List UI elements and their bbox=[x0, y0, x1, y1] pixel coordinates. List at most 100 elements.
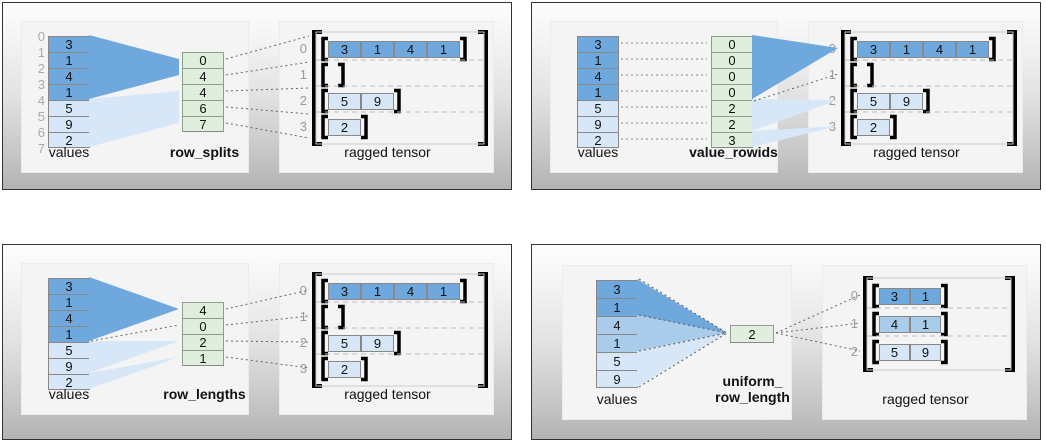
outer-bracket-right bbox=[1007, 30, 1017, 146]
encoding-cell: 2 bbox=[182, 334, 224, 350]
value-cell: 9 bbox=[48, 116, 90, 132]
tensor-cell: 4 bbox=[394, 40, 427, 58]
encoding-cell: 0 bbox=[711, 36, 753, 52]
tensor-cell: 4 bbox=[394, 282, 427, 300]
tensor-cell: 3 bbox=[879, 287, 910, 305]
value-cell: 1 bbox=[596, 334, 638, 352]
inner-bracket-right bbox=[989, 36, 996, 62]
value-cell: 1 bbox=[596, 298, 638, 316]
value-cell: 5 bbox=[48, 100, 90, 116]
outer-bracket-left bbox=[841, 30, 851, 146]
inner-bracket-right bbox=[941, 311, 948, 337]
inner-bracket-right bbox=[867, 62, 874, 88]
value-index-label: 2 bbox=[37, 61, 45, 76]
tensor-cell: 9 bbox=[361, 334, 394, 352]
outer-bracket-left bbox=[312, 30, 322, 146]
tensor-cell: 2 bbox=[328, 118, 361, 136]
tensor-caption: ragged tensor bbox=[873, 144, 960, 160]
tensor-cell: 1 bbox=[361, 282, 394, 300]
value-cell: 5 bbox=[577, 100, 619, 116]
encoding-cell: 1 bbox=[182, 350, 224, 366]
tensor-cell: 2 bbox=[857, 118, 890, 136]
encoding-cell: 0 bbox=[182, 318, 224, 334]
encoding-caption: uniform_ row_length bbox=[715, 373, 790, 406]
tensor-caption: ragged tensor bbox=[882, 391, 969, 407]
tensor-cell: 9 bbox=[890, 92, 923, 110]
tensor-cell: 3 bbox=[857, 40, 890, 58]
value-cell: 1 bbox=[577, 52, 619, 68]
values-caption: values bbox=[48, 386, 90, 402]
value-cell: 1 bbox=[48, 326, 90, 342]
tensor-cell: 3 bbox=[328, 282, 361, 300]
encoding-cell: 4 bbox=[182, 302, 224, 318]
inner-bracket-right bbox=[394, 88, 401, 114]
value-cell: 3 bbox=[596, 280, 638, 298]
value-cell: 5 bbox=[596, 352, 638, 370]
value-cell: 9 bbox=[577, 116, 619, 132]
tensor-cell: 1 bbox=[956, 40, 989, 58]
value-cell: 1 bbox=[48, 52, 90, 68]
tensor-row-label: 2 bbox=[299, 335, 307, 350]
values-caption: values bbox=[596, 391, 638, 407]
value-cell: 1 bbox=[48, 84, 90, 100]
tensor-cell: 5 bbox=[328, 334, 361, 352]
tensor-row: 2 bbox=[857, 118, 890, 136]
value-cell: 3 bbox=[48, 36, 90, 52]
tensor-row-label: 1 bbox=[850, 316, 858, 331]
outer-bracket-right bbox=[478, 272, 488, 388]
inner-bracket-left bbox=[321, 304, 328, 330]
tensor-caption: ragged tensor bbox=[344, 386, 431, 402]
outer-bracket-left bbox=[863, 276, 873, 372]
inner-bracket-right bbox=[460, 278, 467, 304]
inner-bracket-right bbox=[941, 283, 948, 309]
tensor-row: 2 bbox=[328, 118, 361, 136]
tensor-row-label: 3 bbox=[828, 119, 836, 134]
value-index-label: 1 bbox=[37, 45, 45, 60]
tensor-caption: ragged tensor bbox=[344, 144, 431, 160]
inner-bracket-right bbox=[460, 36, 467, 62]
value-index-label: 4 bbox=[37, 93, 45, 108]
encoding-caption: row_lengths bbox=[163, 386, 246, 402]
tensor-cell: 1 bbox=[361, 40, 394, 58]
outer-bracket-right bbox=[478, 30, 488, 146]
inner-bracket-right bbox=[941, 339, 948, 365]
tensor-row-label: 2 bbox=[850, 344, 858, 359]
tensor-cell: 4 bbox=[923, 40, 956, 58]
inner-bracket-right bbox=[890, 114, 897, 140]
encoding-cell: 2 bbox=[730, 325, 774, 343]
tensor-row-label: 0 bbox=[828, 41, 836, 56]
tensor-cell: 5 bbox=[879, 343, 910, 361]
tensor-row-label: 0 bbox=[299, 41, 307, 56]
tensor-row-label: 1 bbox=[299, 67, 307, 82]
encoding-column: 2 bbox=[730, 325, 774, 343]
tensor-row: 2 bbox=[328, 360, 361, 378]
value-cell: 4 bbox=[48, 310, 90, 326]
values-caption: values bbox=[48, 144, 90, 160]
tensor-cell: 5 bbox=[328, 92, 361, 110]
encoding-cell: 7 bbox=[182, 116, 224, 132]
value-index-label: 0 bbox=[37, 29, 45, 44]
values-caption: values bbox=[577, 144, 619, 160]
value-cell: 2 bbox=[577, 132, 619, 148]
value-index-label: 7 bbox=[37, 141, 45, 156]
value-cell: 9 bbox=[48, 358, 90, 374]
inner-bracket-right bbox=[338, 62, 345, 88]
